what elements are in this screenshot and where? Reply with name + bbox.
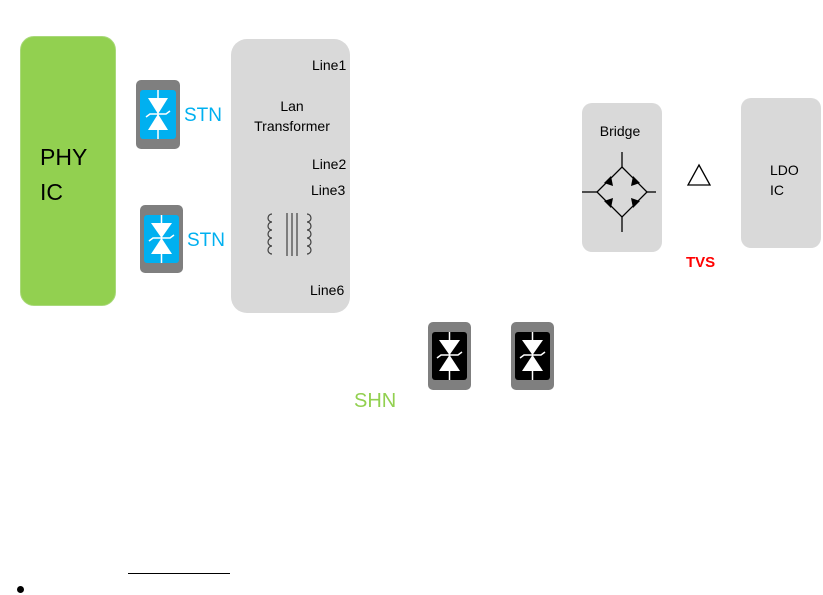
ldo-ic-label: LDO IC bbox=[770, 162, 799, 198]
line1-label: Line1 bbox=[312, 57, 347, 73]
underline-divider bbox=[128, 573, 230, 574]
tvs-label: TVS bbox=[686, 254, 716, 271]
stn-tvs-diode-icon bbox=[140, 205, 183, 273]
shn-tvs-diode-icon bbox=[511, 322, 554, 390]
shn-label: SHN bbox=[354, 390, 397, 412]
line2-label: Line2 bbox=[312, 156, 347, 172]
phy-ic-label: PHY IC bbox=[40, 144, 88, 205]
stn-label-bottom: STN bbox=[187, 230, 225, 251]
phy-ic-block bbox=[20, 36, 116, 306]
lan-transformer-title: Lan Transformer bbox=[254, 98, 330, 134]
bridge-rectifier-icon bbox=[582, 152, 656, 232]
lan-transformer-block bbox=[231, 39, 350, 313]
bullet-dot bbox=[17, 586, 24, 593]
stn-tvs-diode-icon bbox=[136, 80, 180, 149]
ldo-ic-block bbox=[741, 98, 821, 248]
tvs-triangle-icon bbox=[686, 163, 712, 186]
stn-label-top: STN bbox=[184, 105, 222, 126]
line6-label: Line6 bbox=[310, 282, 345, 298]
bridge-label: Bridge bbox=[599, 123, 641, 139]
transformer-coil-icon bbox=[267, 213, 312, 256]
line3-label: Line3 bbox=[311, 182, 346, 198]
shn-tvs-diode-icon bbox=[428, 322, 471, 390]
